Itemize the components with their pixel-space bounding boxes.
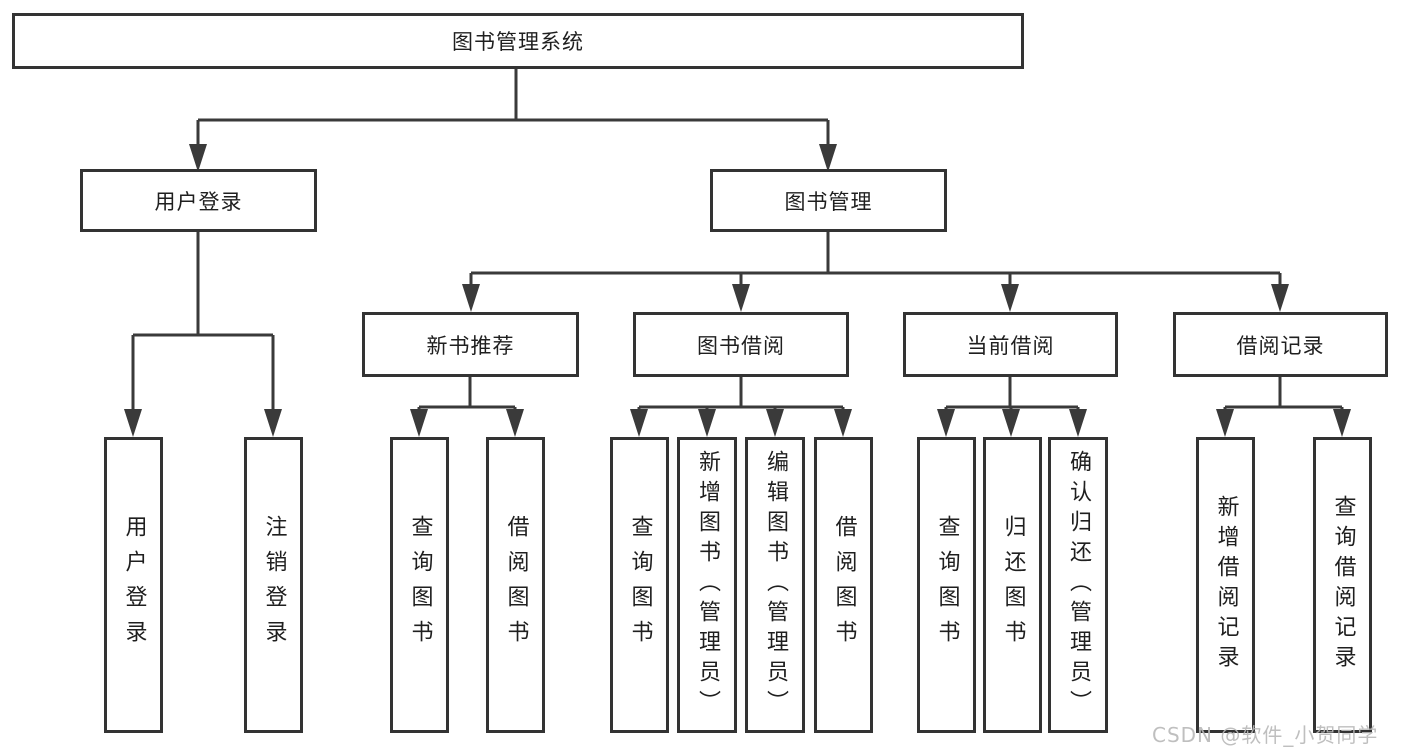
leaf-nr-query-book-label: 查询图书 <box>407 515 433 655</box>
leaf-bb-add-book-admin-label: 新增图书（管理员） <box>695 450 720 720</box>
leaf-nr-borrow-book-label: 借阅图书 <box>503 515 529 655</box>
node-book-management: 图书管理 <box>710 169 947 232</box>
leaf-cb-return-book-label: 归还图书 <box>1000 515 1026 655</box>
leaf-cb-confirm-return-admin-label: 确认归还（管理员） <box>1066 450 1091 720</box>
node-current-borrow: 当前借阅 <box>903 312 1118 377</box>
node-current-borrow-label: 当前借阅 <box>966 333 1055 358</box>
leaf-bb-edit-book-admin: 编辑图书（管理员） <box>745 437 805 733</box>
leaf-br-query-record: 查询借阅记录 <box>1313 437 1372 733</box>
leaf-bb-borrow-book-label: 借阅图书 <box>831 515 857 655</box>
node-book-borrow-label: 图书借阅 <box>697 333 785 358</box>
leaf-user-login: 用户登录 <box>104 437 163 733</box>
leaf-cb-query-book-label: 查询图书 <box>934 515 960 655</box>
node-root-label: 图书管理系统 <box>452 30 584 54</box>
leaf-cb-query-book: 查询图书 <box>917 437 976 733</box>
node-root: 图书管理系统 <box>12 13 1024 69</box>
leaf-br-add-record-label: 新增借阅记录 <box>1213 495 1239 675</box>
node-new-book-recommend-label: 新书推荐 <box>426 333 515 358</box>
leaf-br-add-record: 新增借阅记录 <box>1196 437 1255 733</box>
node-book-borrow: 图书借阅 <box>633 312 849 377</box>
node-user-login: 用户登录 <box>80 169 317 232</box>
leaf-bb-borrow-book: 借阅图书 <box>814 437 873 733</box>
leaf-user-login-label: 用户登录 <box>121 515 147 655</box>
leaf-nr-query-book: 查询图书 <box>390 437 449 733</box>
node-borrow-record-label: 借阅记录 <box>1236 333 1325 358</box>
leaf-cb-return-book: 归还图书 <box>983 437 1042 733</box>
leaf-cb-confirm-return-admin: 确认归还（管理员） <box>1048 437 1108 733</box>
leaf-br-query-record-label: 查询借阅记录 <box>1330 495 1356 675</box>
leaf-nr-borrow-book: 借阅图书 <box>486 437 545 733</box>
csdn-watermark: CSDN @软件_小贺同学 <box>1152 723 1379 747</box>
leaf-bb-query-book-label: 查询图书 <box>627 515 653 655</box>
node-user-login-label: 用户登录 <box>154 189 243 214</box>
leaf-bb-edit-book-admin-label: 编辑图书（管理员） <box>763 450 788 720</box>
node-borrow-record: 借阅记录 <box>1173 312 1388 377</box>
leaf-logout-label: 注销登录 <box>261 515 287 655</box>
leaf-logout: 注销登录 <box>244 437 303 733</box>
leaf-bb-add-book-admin: 新增图书（管理员） <box>677 437 737 733</box>
node-book-management-label: 图书管理 <box>784 189 873 214</box>
leaf-bb-query-book: 查询图书 <box>610 437 669 733</box>
node-new-book-recommend: 新书推荐 <box>362 312 579 377</box>
